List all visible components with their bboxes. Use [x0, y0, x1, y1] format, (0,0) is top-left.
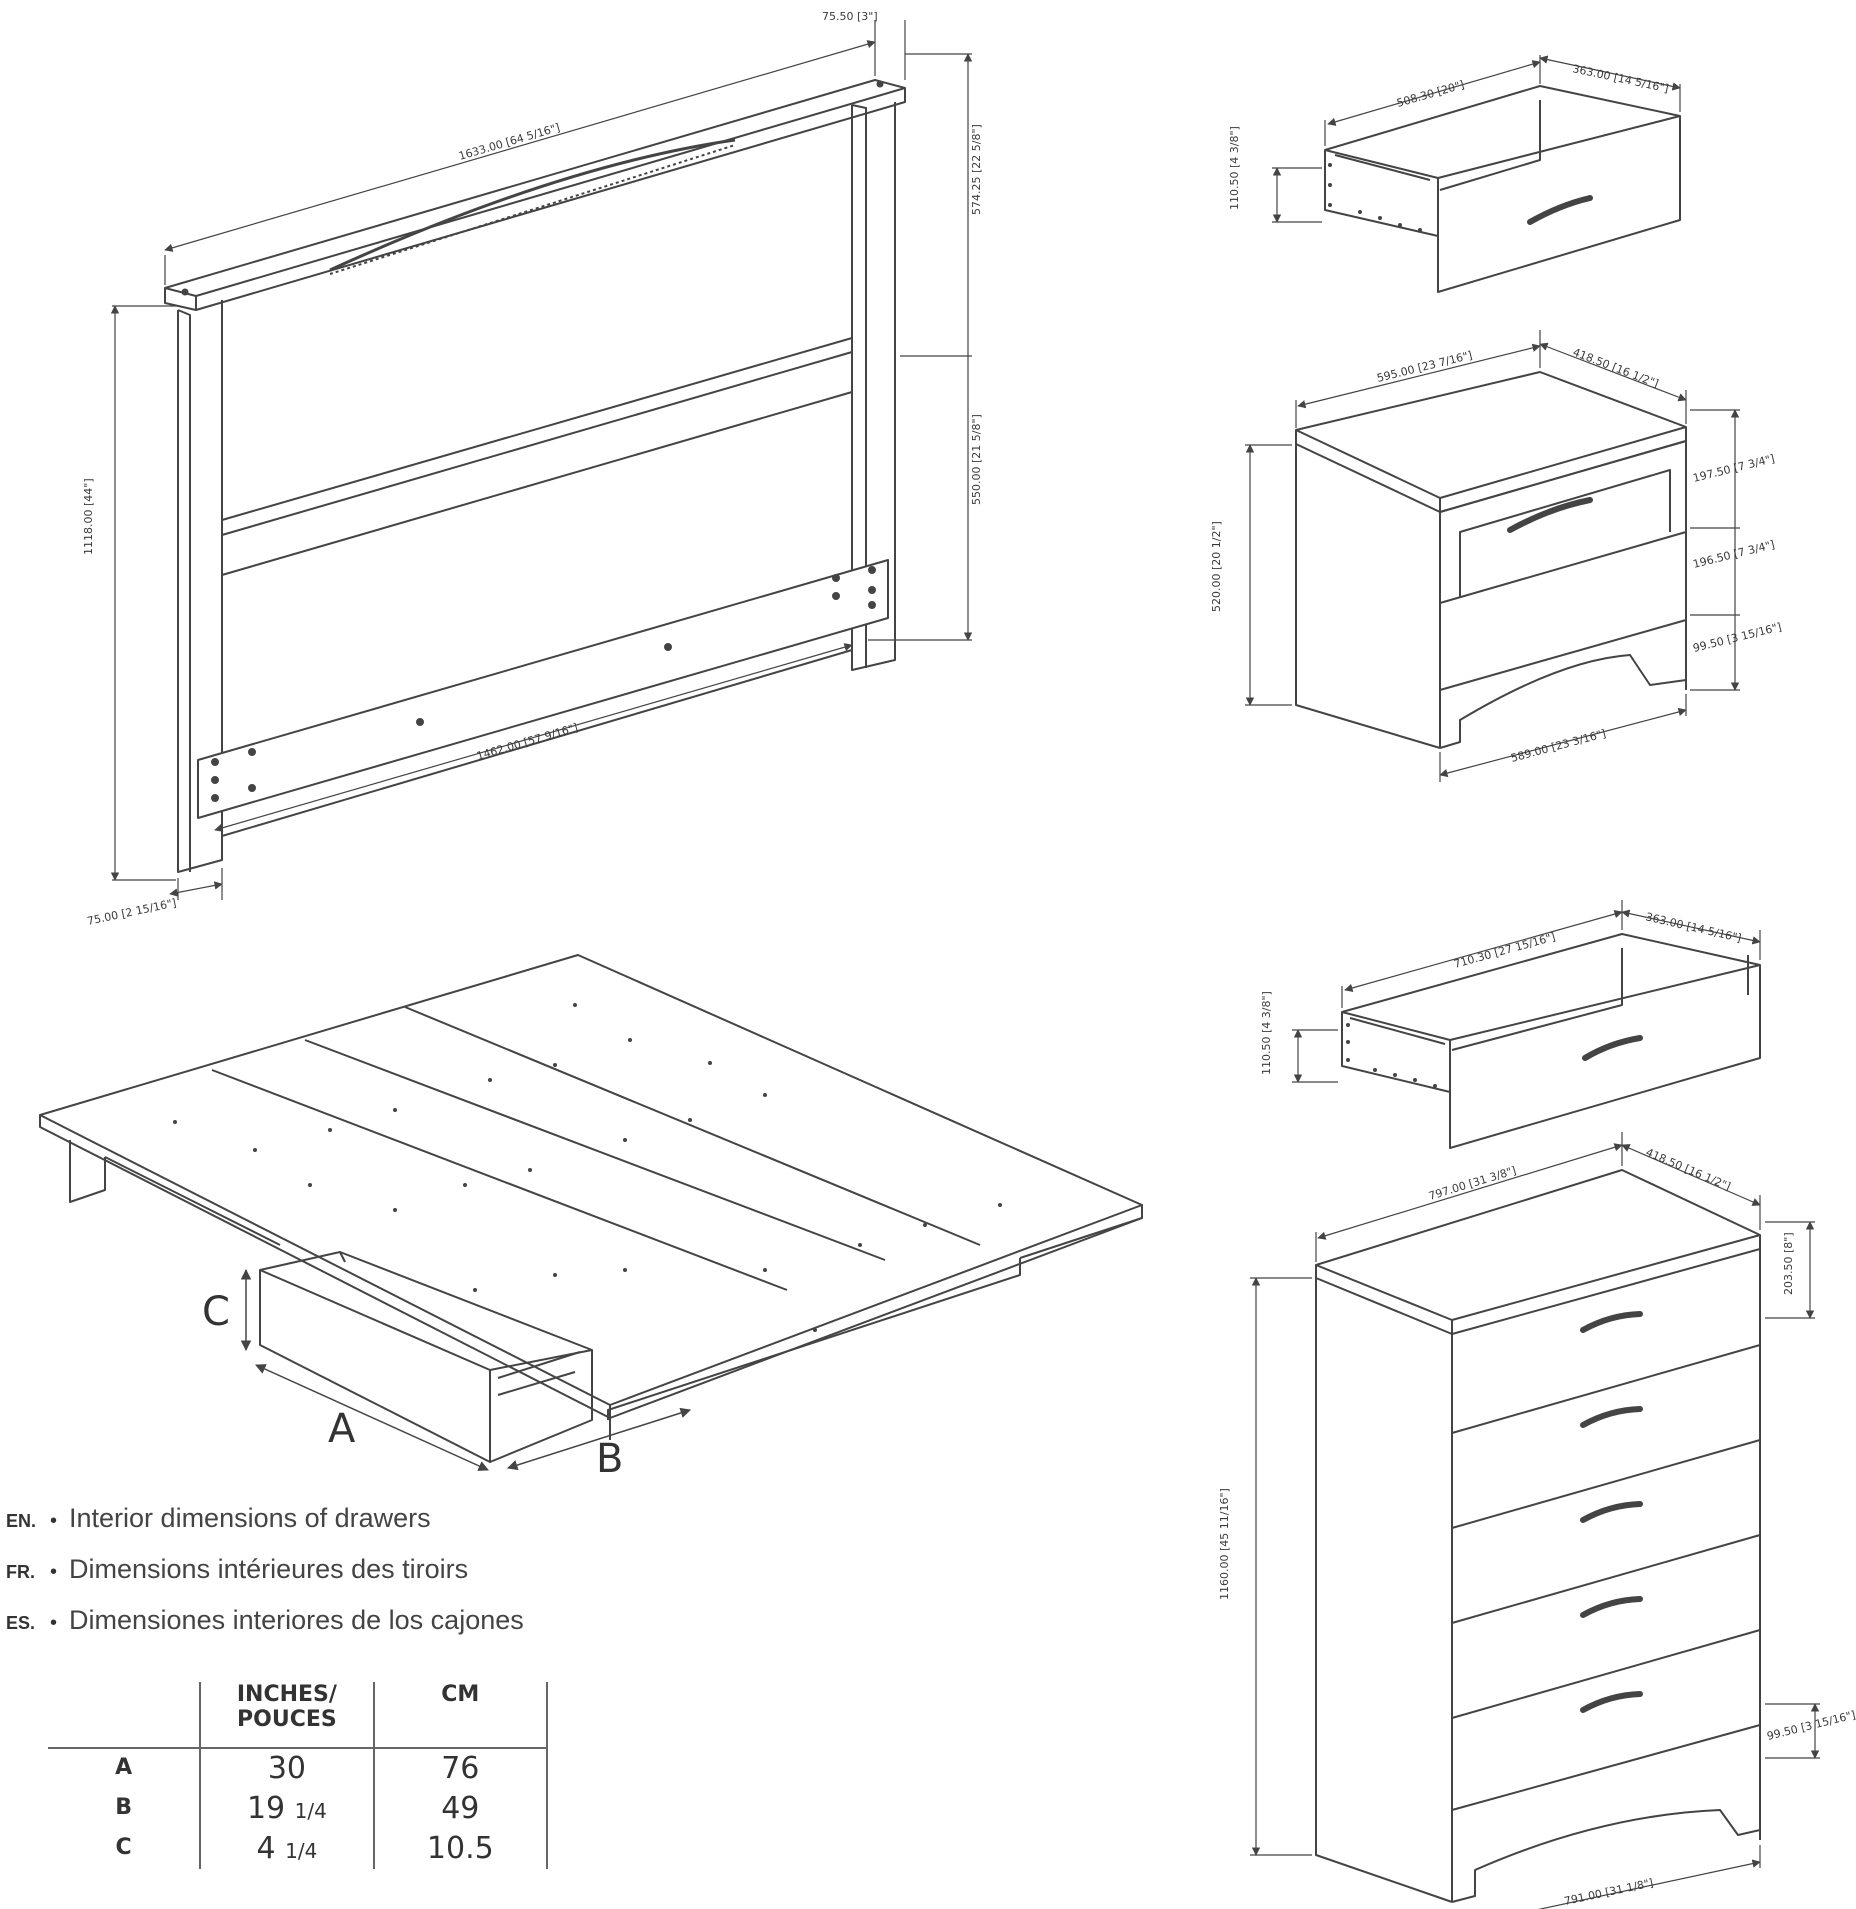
chest-front-width-label: 791.00 [31 1/8"]: [1563, 1876, 1655, 1908]
legend-code-fr: FR.: [6, 1562, 35, 1582]
chest-drawer-depth-label: 363.00 [14 5/16"]: [1644, 910, 1742, 945]
nightstand-drawer-height-label: 110.50 [4 3/8"]: [1228, 126, 1241, 210]
nightstand-drawer-depth-label: 363.00 [14 5/16"]: [1571, 62, 1669, 95]
headboard-dimensions: [110, 20, 973, 900]
legend-es: ES. • Dimensiones interiores de los cajone…: [6, 1607, 524, 1634]
chest-width-label: 797.00 [31 3/8"]: [1427, 1164, 1518, 1203]
headboard-total-height-label: 1118.00 [44"]: [82, 478, 95, 555]
legend-text-fr: Dimensions intérieures des tiroirs: [69, 1554, 469, 1584]
table-row: A 30 76: [48, 1747, 549, 1789]
table-header-empty: [48, 1682, 201, 1749]
nightstand-drawer-dimensions: [1272, 55, 1681, 223]
legend-text-en: Interior dimensions of drawers: [69, 1503, 431, 1533]
bed-drawer-dimensions: [240, 1268, 692, 1471]
table-cell-cm: 49: [372, 1788, 549, 1829]
nightstand-width-label: 595.00 [23 7/16"]: [1376, 349, 1474, 385]
headboard-cap-depth-label: 75.50 [3"]: [822, 10, 878, 23]
nightstand: [1295, 371, 1687, 749]
chest-base-height-label: 99.50 [3 15/16"]: [1766, 1708, 1856, 1743]
headboard-post-width-label: 75.00 [2 15/16"]: [86, 896, 178, 928]
legend-text-es: Dimensiones interiores de los cajones: [69, 1605, 524, 1635]
platform-bed: [39, 954, 1143, 1463]
nightstand-drawer: [1324, 85, 1681, 293]
table-header-inches: INCHES/ POUCES: [199, 1682, 374, 1749]
bullet-icon: •: [50, 1561, 58, 1583]
table-cell-inches: 30: [199, 1747, 374, 1789]
table-row: C 4 1/4 10.5: [48, 1828, 549, 1869]
nightstand-drawer-front-label: 197.50 [7 3/4"]: [1692, 452, 1776, 485]
nightstand-base-label: 99.50 [3 15/16"]: [1692, 620, 1783, 655]
table-header-cm: CM: [372, 1682, 549, 1749]
legend-en: EN. • Interior dimensions of drawers: [6, 1505, 431, 1532]
chest-dimensions: [1250, 1132, 1820, 1909]
chest-height-label: 1160.00 [45 11/16"]: [1218, 1488, 1231, 1600]
chest-drawer-height-label: 110.50 [4 3/8"]: [1260, 991, 1273, 1075]
table-cell-cm: 10.5: [372, 1828, 549, 1869]
legend-fr: FR. • Dimensions intérieures des tiroirs: [6, 1556, 468, 1583]
nightstand-height-label: 520.00 [20 1/2"]: [1210, 521, 1223, 612]
drawer-dimensions-table: INCHES/ POUCES CM A 30 76 B 19 1/4 49 C …: [48, 1682, 549, 1869]
table-row-key: C: [115, 1835, 132, 1861]
table-cell-cm: 76: [372, 1747, 549, 1789]
headboard-lower-height-label: 550.00 [21 5/8"]: [970, 414, 983, 505]
table-row: B 19 1/4 49: [48, 1788, 549, 1829]
nightstand-dimensions: [1245, 330, 1740, 782]
table-cell-inches: 19 1/4: [199, 1788, 374, 1829]
headboard-width-label: 1633.00 [64 5/16"]: [457, 121, 561, 163]
nightstand-depth-label: 418.50 [16 1/2"]: [1571, 346, 1660, 391]
nightstand-front-width-label: 589.00 [23 3/16"]: [1509, 727, 1607, 765]
bed-label-a: A: [328, 1406, 356, 1452]
legend-code-en: EN.: [6, 1511, 37, 1531]
bed-label-c: C: [202, 1289, 230, 1335]
table-header-row: INCHES/ POUCES CM: [48, 1682, 549, 1749]
legend-code-es: ES.: [6, 1613, 36, 1633]
table-cell-inches: 4 1/4: [199, 1828, 374, 1869]
chest-drawer: [1341, 933, 1761, 1149]
bed-label-b: B: [596, 1436, 623, 1482]
table-row-key: B: [115, 1795, 132, 1821]
chest-drawer-dimensions: [1292, 900, 1761, 1083]
chest: [1315, 1169, 1761, 1903]
headboard-upper-height-label: 574.25 [22 5/8"]: [970, 124, 983, 215]
chest-drawer-height-dim-label: 203.50 [8"]: [1782, 1232, 1795, 1295]
nightstand-drawer-width-label: 508.30 [20"]: [1395, 78, 1466, 110]
bullet-icon: •: [50, 1510, 58, 1532]
table-row-key: A: [115, 1755, 133, 1781]
headboard: [164, 79, 906, 873]
nightstand-opening-label: 196.50 [7 3/4"]: [1692, 538, 1776, 571]
bullet-icon: •: [50, 1612, 58, 1634]
